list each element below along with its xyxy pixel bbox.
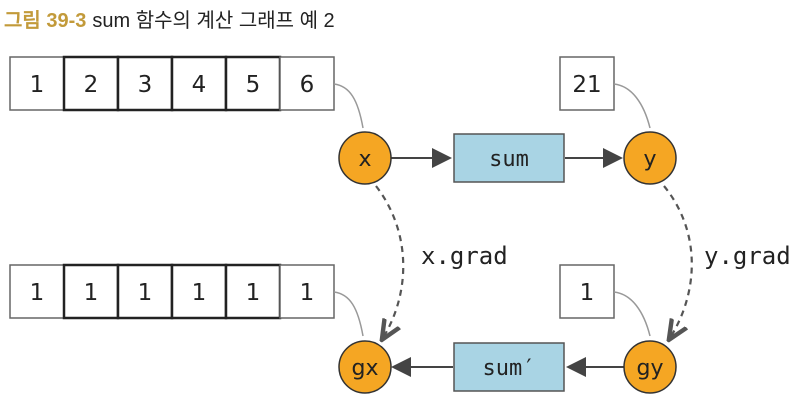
gx-array: 1 1 1 1 1 1 bbox=[9, 263, 335, 320]
gx-array-value: 1 bbox=[84, 280, 99, 306]
x-node bbox=[338, 131, 392, 185]
gx-array-value: 1 bbox=[246, 280, 261, 306]
x-array-value: 2 bbox=[84, 72, 99, 98]
x-array: 1 2 3 4 5 6 bbox=[9, 55, 335, 112]
figure-title: sum 함수의 계산 그래프 예 2 bbox=[92, 10, 335, 32]
x-array-value: 4 bbox=[192, 72, 207, 98]
x-grad-label: x.grad bbox=[421, 242, 508, 270]
x-array-cell bbox=[279, 56, 335, 111]
gx-node bbox=[338, 340, 392, 394]
y-value-connector bbox=[613, 83, 651, 129]
sum-function-label: sum bbox=[489, 147, 529, 172]
y-grad-arrow bbox=[663, 185, 693, 338]
figure-label: 그림 39-3 bbox=[4, 10, 87, 32]
x-array-value: 3 bbox=[138, 72, 153, 98]
x-array-value: 5 bbox=[246, 72, 261, 98]
gx-array-value: 1 bbox=[30, 280, 45, 306]
x-array-cell bbox=[116, 55, 174, 112]
gy-node bbox=[623, 340, 677, 394]
gx-array-value: 1 bbox=[300, 280, 315, 306]
gx-array-cell bbox=[224, 263, 282, 320]
x-grad-arrow bbox=[375, 185, 405, 338]
gy-node-label: gy bbox=[637, 356, 664, 381]
y-node bbox=[623, 131, 677, 185]
x-array-value: 6 bbox=[300, 72, 315, 98]
gx-node-label: gx bbox=[352, 356, 379, 381]
y-node-label: y bbox=[643, 147, 656, 172]
x-array-cell bbox=[170, 55, 228, 112]
gx-array-value: 1 bbox=[192, 280, 207, 306]
x-array-cell bbox=[9, 56, 65, 111]
sumprime-function-box bbox=[453, 342, 565, 392]
x-value-connector bbox=[333, 83, 364, 129]
gy-value-connector bbox=[613, 291, 651, 337]
gy-value: 1 bbox=[580, 280, 595, 306]
sum-function-box bbox=[453, 133, 565, 183]
sumprime-function-label: sum′ bbox=[483, 356, 536, 381]
y-value: 21 bbox=[572, 72, 601, 98]
gx-value-connector bbox=[333, 291, 364, 337]
x-array-value: 1 bbox=[30, 72, 45, 98]
gx-array-value: 1 bbox=[138, 280, 153, 306]
gy-value-box bbox=[559, 264, 615, 319]
y-grad-label: y.grad bbox=[704, 242, 791, 270]
gx-array-cell bbox=[9, 264, 65, 319]
y-value-box bbox=[559, 56, 615, 111]
gx-array-cell bbox=[279, 264, 335, 319]
x-node-label: x bbox=[358, 147, 371, 172]
gx-array-cell bbox=[116, 263, 174, 320]
